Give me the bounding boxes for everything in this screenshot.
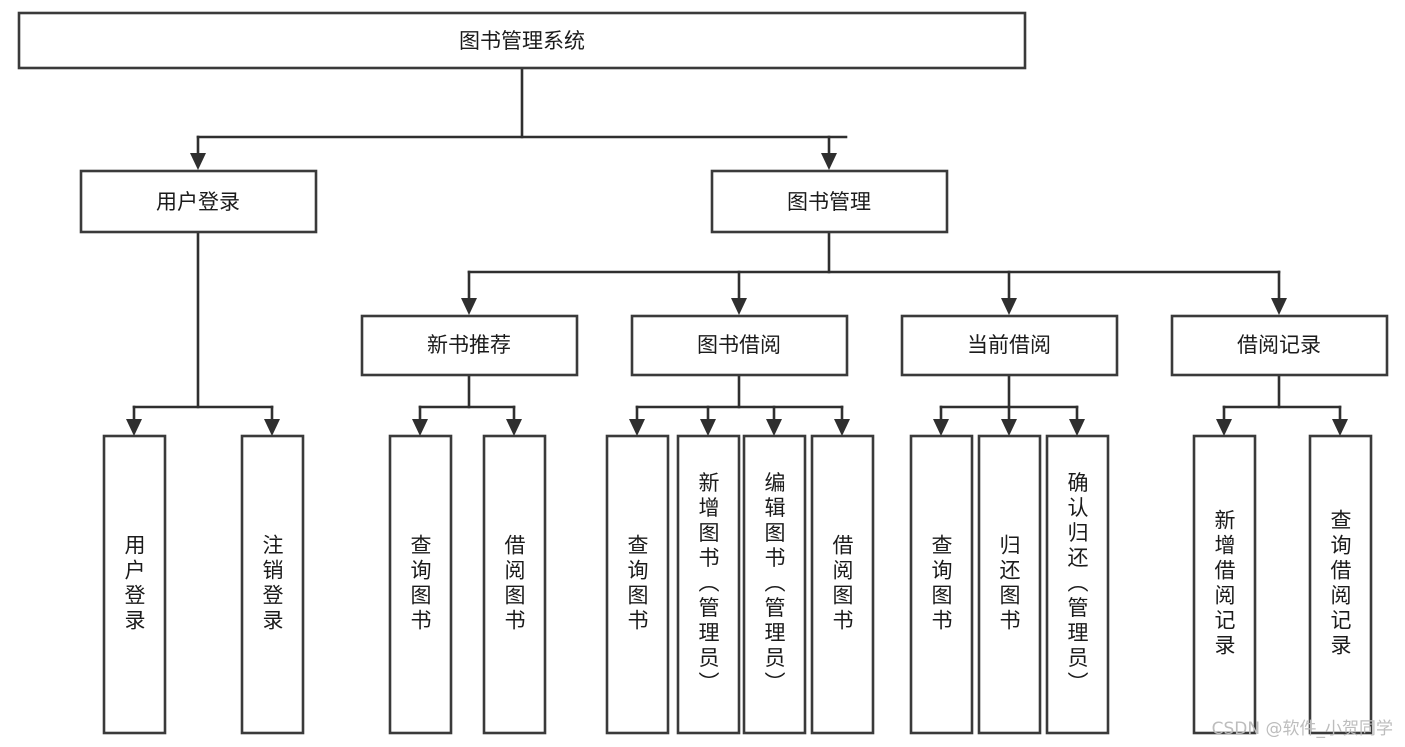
node-borrow-records[interactable]: 借阅记录 [1170,314,1389,377]
node-book-management-label: 图书管理 [787,190,871,214]
leaf-add-book-admin-label: 新增图书（管理员） [696,472,720,697]
node-current-borrow-label: 当前借阅 [967,333,1051,357]
connector-newbook-to-leaves [412,373,522,436]
csdn-watermark: CSDN @软件_小贺同学 [1211,719,1393,739]
connector-current-to-leaves [933,373,1085,436]
node-root[interactable]: 图书管理系统 [17,11,1027,70]
leaf-confirm-return-admin-label: 确认归还（管理员） [1065,472,1089,697]
node-book-management[interactable]: 图书管理 [710,169,949,234]
node-user-login-label: 用户登录 [156,190,240,214]
leaf-query-book-current[interactable]: 查询图书 [909,434,974,735]
leaf-user-login[interactable]: 用户登录 [102,434,167,735]
leaf-borrow-book[interactable]: 借阅图书 [810,434,875,735]
leaf-edit-book-admin-label: 编辑图书（管理员） [762,472,786,697]
connector-borrow-to-leaves [629,373,850,436]
node-book-borrow[interactable]: 图书借阅 [630,314,849,377]
leaf-query-borrow-record[interactable]: 查询借阅记录 [1308,434,1373,735]
node-borrow-records-label: 借阅记录 [1237,333,1321,357]
leaf-query-book-newbook[interactable]: 查询图书 [388,434,453,735]
node-user-login[interactable]: 用户登录 [79,169,318,234]
node-current-borrow[interactable]: 当前借阅 [900,314,1119,377]
node-root-label: 图书管理系统 [459,29,585,53]
leaf-borrow-book-newbook[interactable]: 借阅图书 [482,434,547,735]
connector-root-to-level2 [190,66,848,170]
node-book-borrow-label: 图书借阅 [697,333,781,357]
node-new-book-recommend[interactable]: 新书推荐 [360,314,579,377]
leaf-return-book[interactable]: 归还图书 [977,434,1042,735]
leaf-query-book-borrow-label: 查询图书 [625,534,649,634]
leaf-borrow-book-label: 借阅图书 [830,534,854,634]
leaf-logout[interactable]: 注销登录 [240,434,305,735]
leaf-edit-book-admin[interactable]: 编辑图书（管理员） [742,434,807,735]
leaf-query-book-newbook-label: 查询图书 [408,534,432,634]
leaf-add-borrow-record-label: 新增借阅记录 [1212,509,1236,659]
leaf-borrow-book-newbook-label: 借阅图书 [502,534,526,634]
connector-login-to-leaves [126,230,280,436]
leaf-query-book-current-label: 查询图书 [929,534,953,634]
connector-bookmgmt-to-level3 [461,230,1287,315]
leaf-query-borrow-record-label: 查询借阅记录 [1328,509,1352,659]
node-new-book-recommend-label: 新书推荐 [427,333,511,357]
leaf-query-book-borrow[interactable]: 查询图书 [605,434,670,735]
leaf-confirm-return-admin[interactable]: 确认归还（管理员） [1045,434,1110,735]
leaf-add-borrow-record[interactable]: 新增借阅记录 [1192,434,1257,735]
leaf-logout-label: 注销登录 [260,534,284,634]
leaf-add-book-admin[interactable]: 新增图书（管理员） [676,434,741,735]
connector-records-to-leaves [1216,373,1348,436]
leaf-return-book-label: 归还图书 [997,534,1021,634]
leaf-user-login-label: 用户登录 [122,534,146,634]
